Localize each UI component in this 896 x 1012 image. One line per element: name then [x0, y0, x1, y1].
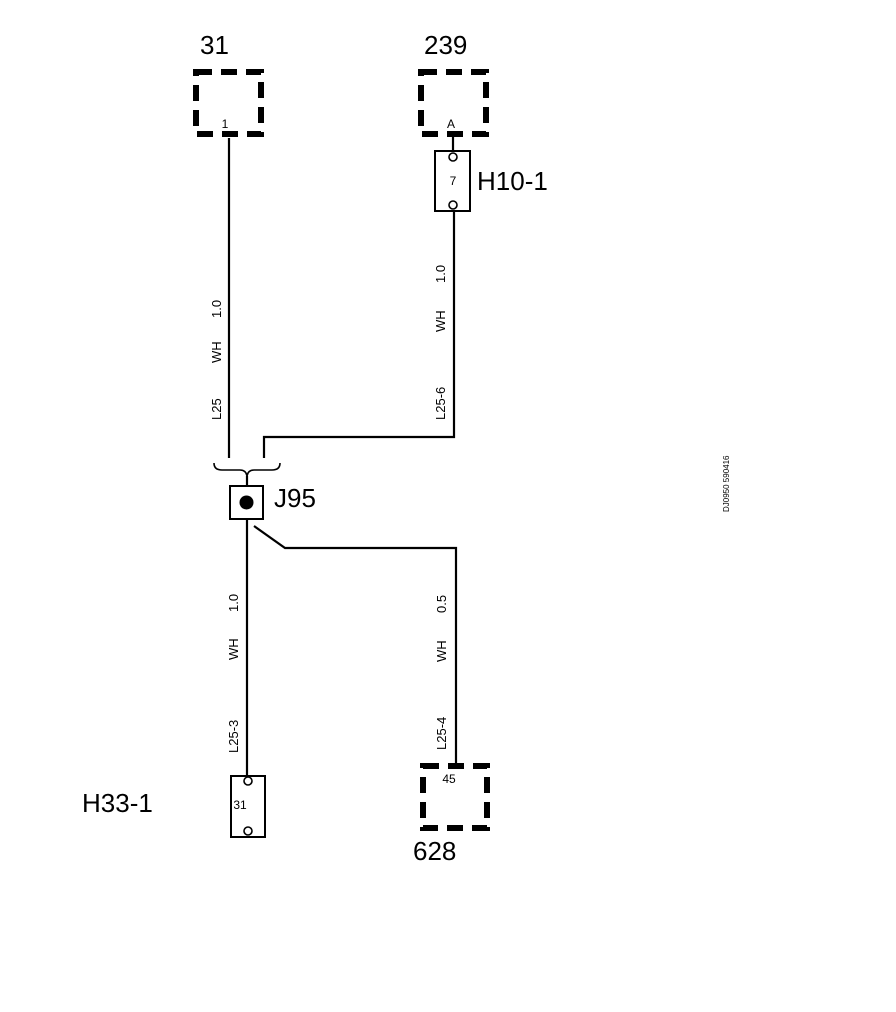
wire-l25-3-color: WH	[226, 638, 241, 660]
drawing-id: DJ0950 590416	[722, 455, 731, 512]
splice-brace	[213, 462, 281, 477]
terminal-h33-1-name: H33-1	[82, 788, 153, 818]
terminal-h10-1-pin-top	[448, 152, 458, 162]
junction-j95: J95	[229, 476, 316, 520]
connector-31-pin: 1	[222, 117, 229, 131]
terminal-h10-1-pin: 7	[450, 174, 457, 188]
connector-239: 239 A	[418, 30, 489, 137]
terminal-h33-1-pin: 31	[233, 798, 247, 812]
wire-l25-4-id: L25-4	[434, 717, 449, 750]
terminal-h10-1: 7 H10-1	[434, 134, 548, 212]
wire-l25-4-size: 0.5	[434, 595, 449, 613]
junction-j95-name: J95	[274, 483, 316, 513]
wire-l25-3-size: 1.0	[226, 594, 241, 612]
terminal-h33-1-pin-bottom	[243, 826, 253, 836]
connector-628-number: 628	[413, 836, 456, 866]
terminal-h10-1-body	[434, 150, 471, 212]
wire-l25-6-id: L25-6	[433, 387, 448, 420]
connector-628-pin: 45	[442, 772, 456, 786]
connector-31-number: 31	[200, 30, 229, 60]
connector-239-pin: A	[447, 117, 455, 131]
terminal-h10-1-name: H10-1	[477, 166, 548, 196]
connector-239-number: 239	[424, 30, 467, 60]
terminal-h33-1-pin-top	[243, 776, 253, 786]
wire-l25-id: L25	[209, 398, 224, 420]
terminal-h33-1-body	[230, 775, 266, 838]
wire-l25-6-size: 1.0	[433, 265, 448, 283]
terminal-h33-1: 31 H33-1	[82, 775, 266, 838]
wire-l25-size: 1.0	[209, 300, 224, 318]
terminal-h10-1-pin-bottom	[448, 200, 458, 210]
connector-628-outline	[420, 763, 490, 831]
wire-l25-6	[262, 211, 456, 458]
connector-628: 45 628	[413, 763, 490, 866]
junction-j95-dot	[239, 495, 254, 510]
wire-l25-3-id: L25-3	[226, 720, 241, 753]
wire-l25-4	[253, 525, 458, 766]
wire-l25-color: WH	[209, 341, 224, 363]
connector-31: 31 1	[193, 30, 264, 137]
wire-l25-6-color: WH	[433, 310, 448, 332]
connector-31-outline	[193, 69, 264, 137]
wire-l25-4-color: WH	[434, 640, 449, 662]
